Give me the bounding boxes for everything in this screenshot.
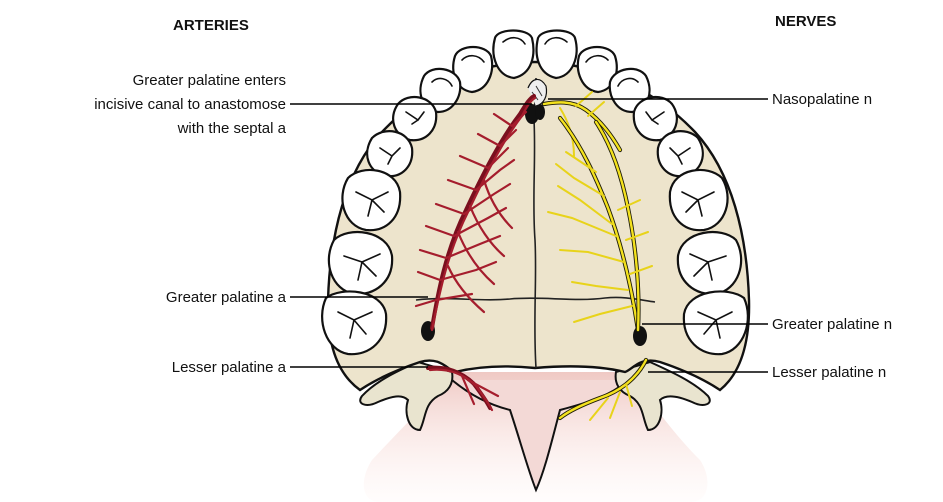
greater-palatine-incisive-line-3: with the septal a: [177, 120, 287, 137]
nerves-header: NERVES: [775, 13, 836, 30]
greater-palatine-incisive-line-1: Greater palatine enters: [133, 72, 286, 89]
arteries-header: ARTERIES: [173, 17, 249, 34]
lesser-palatine-a-text: Lesser palatine a: [172, 359, 287, 376]
nasopalatine-n-text: Nasopalatine n: [772, 91, 872, 108]
greater-palatine-n-text: Greater palatine n: [772, 316, 892, 333]
greater-palatine-incisive-line-2: incisive canal to anastomose: [94, 96, 286, 113]
lesser-palatine-n-text: Lesser palatine n: [772, 364, 886, 381]
greater-palatine-a-text: Greater palatine a: [166, 289, 287, 306]
